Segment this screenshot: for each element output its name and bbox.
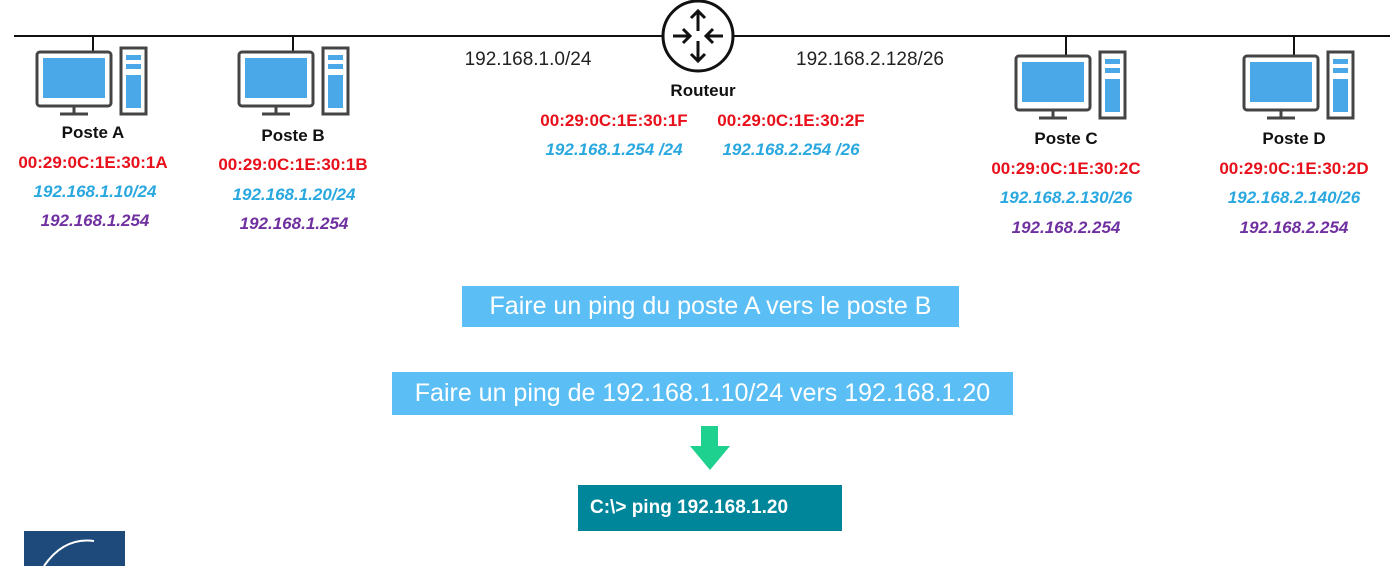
subnet-right-label: 192.168.2.128/26 (796, 49, 944, 70)
host-a-ip: 192.168.1.10/24 (33, 182, 157, 201)
host-d-gateway: 192.168.2.254 (1239, 218, 1349, 237)
host-a-mac: 00:29:0C:1E:30:1A (18, 153, 168, 172)
host-b-name: Poste B (261, 126, 325, 145)
workstation-icon-d (1242, 36, 1355, 120)
router-if1-mac: 00:29:0C:1E:30:1F (540, 111, 688, 130)
router-name: Routeur (670, 81, 736, 100)
router-if1-ip: 192.168.1.254 /24 (545, 140, 683, 159)
host-b-gateway: 192.168.1.254 (239, 214, 349, 233)
router-if2-mac: 00:29:0C:1E:30:2F (717, 111, 865, 130)
host-c-name: Poste C (1034, 129, 1098, 148)
host-d-mac: 00:29:0C:1E:30:2D (1219, 159, 1369, 178)
arrow-down-icon (690, 426, 730, 470)
host-d-name: Poste D (1262, 129, 1326, 148)
subnet-left-label: 192.168.1.0/24 (464, 49, 592, 70)
host-c-gateway: 192.168.2.254 (1011, 218, 1121, 237)
workstation-icon-a (35, 36, 148, 116)
workstation-icon-c (1014, 36, 1127, 120)
host-a-gateway: 192.168.1.254 (40, 211, 150, 230)
host-c-ip: 192.168.2.130/26 (999, 188, 1133, 207)
router-icon (661, 0, 735, 73)
host-a-name: Poste A (61, 123, 125, 142)
host-c-mac: 00:29:0C:1E:30:2C (991, 159, 1141, 178)
workstation-icon-b (237, 36, 350, 116)
task-banner: Faire un ping du poste A vers le poste B (462, 286, 959, 327)
host-b-ip: 192.168.1.20/24 (232, 185, 356, 204)
ping-command: C:\> ping 192.168.1.20 (578, 485, 842, 531)
host-d-ip: 192.168.2.140/26 (1227, 188, 1361, 207)
logo (24, 531, 125, 566)
task-detail-banner: Faire un ping de 192.168.1.10/24 vers 19… (392, 372, 1013, 415)
host-b-mac: 00:29:0C:1E:30:1B (218, 155, 368, 174)
router-if2-ip: 192.168.2.254 /26 (722, 140, 860, 159)
